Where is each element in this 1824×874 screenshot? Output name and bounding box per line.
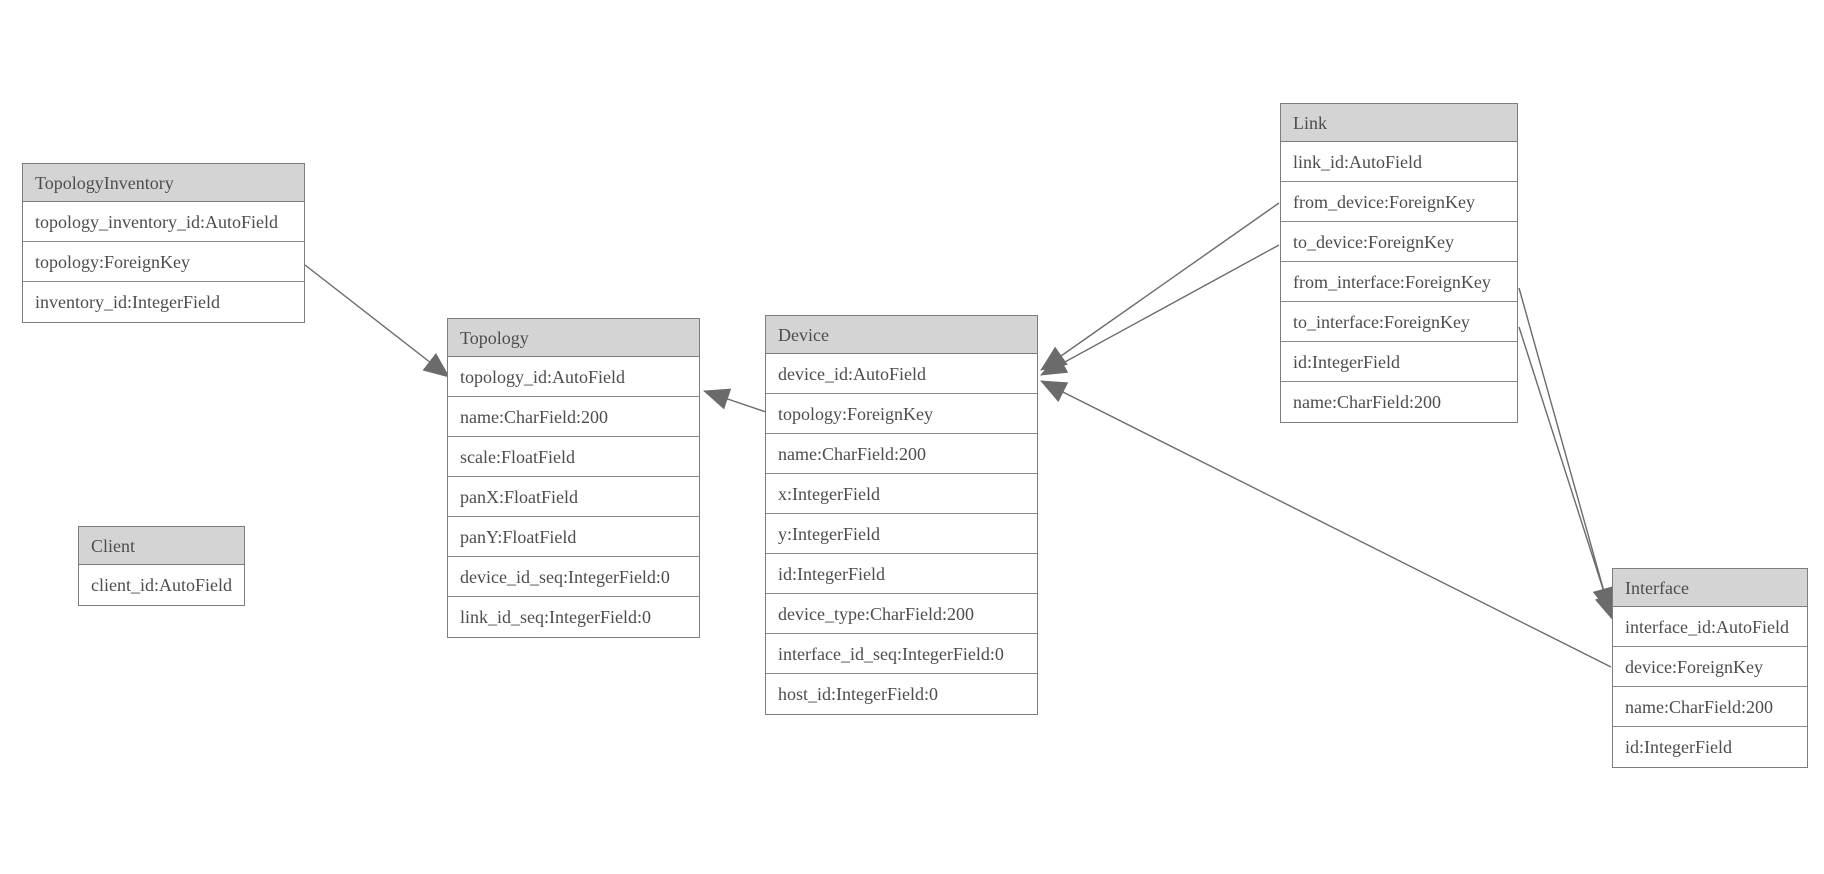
entity-interface-field: name:CharField:200 — [1613, 687, 1807, 727]
entity-device-field: interface_id_seq:IntegerField:0 — [766, 634, 1037, 674]
entity-device-field: id:IntegerField — [766, 554, 1037, 594]
entity-link-field: from_device:ForeignKey — [1281, 182, 1517, 222]
entity-device-field: host_id:IntegerField:0 — [766, 674, 1037, 714]
entity-interface-field: id:IntegerField — [1613, 727, 1807, 767]
entity-link-field: name:CharField:200 — [1281, 382, 1517, 422]
entity-link-field: from_interface:ForeignKey — [1281, 262, 1517, 302]
connector-interface-device-to-device-device_id — [1040, 380, 1612, 668]
connector-link-from_interface-to-interface-interface_id — [1518, 287, 1614, 614]
entity-device-field: x:IntegerField — [766, 474, 1037, 514]
entity-device-field: topology:ForeignKey — [766, 394, 1037, 434]
entity-topology-field: link_id_seq:IntegerField:0 — [448, 597, 699, 637]
entity-link-field: id:IntegerField — [1281, 342, 1517, 382]
entity-client-title: Client — [79, 527, 244, 565]
entity-link-field: link_id:AutoField — [1281, 142, 1517, 182]
entity-topology-inventory-field: topology_inventory_id:AutoField — [23, 202, 304, 242]
entity-topology-field: panY:FloatField — [448, 517, 699, 557]
connector-topologyinventory-topology-to-topology-topology_id — [304, 264, 450, 378]
entity-client-field: client_id:AutoField — [79, 565, 244, 605]
connector-link-to_interface-to-interface-interface_id — [1518, 326, 1616, 621]
entity-topology-inventory-field: topology:ForeignKey — [23, 242, 304, 282]
entity-interface-field: device:ForeignKey — [1613, 647, 1807, 687]
entity-device-title: Device — [766, 316, 1037, 354]
entity-topology-field: panX:FloatField — [448, 477, 699, 517]
entity-topology-field: device_id_seq:IntegerField:0 — [448, 557, 699, 597]
entity-device-field: y:IntegerField — [766, 514, 1037, 554]
entity-topology-field: scale:FloatField — [448, 437, 699, 477]
entity-link-title: Link — [1281, 104, 1517, 142]
entity-link-field: to_device:ForeignKey — [1281, 222, 1517, 262]
entity-topology-inventory-title: TopologyInventory — [23, 164, 304, 202]
entity-device-field: device_id:AutoField — [766, 354, 1037, 394]
entity-device-field: device_type:CharField:200 — [766, 594, 1037, 634]
connector-link-from_device-to-device-device_id — [1040, 202, 1280, 371]
connector-device-topology-to-topology-topology_id — [703, 388, 767, 413]
entity-topology-title: Topology — [448, 319, 699, 357]
entity-topology-field: name:CharField:200 — [448, 397, 699, 437]
entity-interface-title: Interface — [1613, 569, 1807, 607]
entity-device-field: name:CharField:200 — [766, 434, 1037, 474]
entity-topology-field: topology_id:AutoField — [448, 357, 699, 397]
entity-link-field: to_interface:ForeignKey — [1281, 302, 1517, 342]
entity-interface-field: interface_id:AutoField — [1613, 607, 1807, 647]
entity-topology-inventory-field: inventory_id:IntegerField — [23, 282, 304, 322]
connector-link-to_device-to-device-device_id — [1040, 244, 1280, 376]
